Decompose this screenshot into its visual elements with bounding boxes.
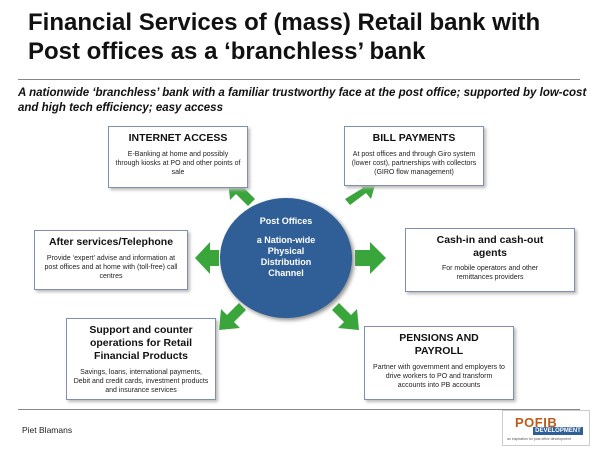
pofib-logo: POFIB DEVELOPMENT an inspiration for pos… <box>502 410 590 446</box>
logo-main: POFIB <box>515 415 558 430</box>
internet-access-title: INTERNET ACCESS <box>128 132 228 144</box>
bill-payments-box: BILL PAYMENTS At post offices and throug… <box>344 126 484 186</box>
logo-sub: DEVELOPMENT <box>533 427 583 435</box>
hub-subtitle: a Nation-wide Physical Distribution Chan… <box>256 235 316 278</box>
post-offices-hub <box>220 198 352 318</box>
author-name: Piet Blamans <box>22 425 73 435</box>
bill-payments-desc: At post offices and through Giro system … <box>351 151 477 177</box>
arrow-after-icon <box>195 242 219 274</box>
cash-agents-desc: For mobile operators and other remittanc… <box>441 265 539 282</box>
after-services-box: After services/Telephone Provide ‘expert… <box>34 230 188 290</box>
arrow-pensions-icon <box>332 303 359 330</box>
after-services-desc: Provide ‘expert’ advise and information … <box>44 255 178 281</box>
support-operations-desc: Savings, loans, international payments, … <box>73 369 209 395</box>
arrow-support-icon <box>219 303 246 330</box>
pensions-payroll-box: PENSIONS AND PAYROLL Partner with govern… <box>364 326 514 400</box>
support-operations-title: Support and counter operations for Retai… <box>89 324 193 362</box>
support-operations-box: Support and counter operations for Retai… <box>66 318 216 400</box>
footer-divider <box>18 409 580 410</box>
pensions-payroll-title: PENSIONS AND PAYROLL <box>399 332 479 357</box>
internet-access-desc: E-Banking at home and possibly through k… <box>115 151 241 177</box>
hub-title: Post Offices <box>259 216 313 226</box>
title-divider <box>18 79 580 80</box>
after-services-title: After services/Telephone <box>48 236 174 248</box>
logo-tagline: an inspiration for post office developme… <box>507 437 571 441</box>
page-title: Financial Services of (mass) Retail bank… <box>28 9 541 65</box>
cash-agents-box: Cash-in and cash-out agents For mobile o… <box>405 228 575 292</box>
hub-text: Post Offices a Nation-wide Physical Dist… <box>220 216 352 279</box>
subtitle: A nationwide ‘branchless’ bank with a fa… <box>18 87 587 114</box>
arrow-cash-icon <box>355 242 386 274</box>
bill-payments-title: BILL PAYMENTS <box>372 132 456 144</box>
internet-access-box: INTERNET ACCESS E-Banking at home and po… <box>108 126 248 188</box>
cash-agents-title: Cash-in and cash-out agents <box>436 234 544 259</box>
pensions-payroll-desc: Partner with government and employers to… <box>373 364 505 390</box>
